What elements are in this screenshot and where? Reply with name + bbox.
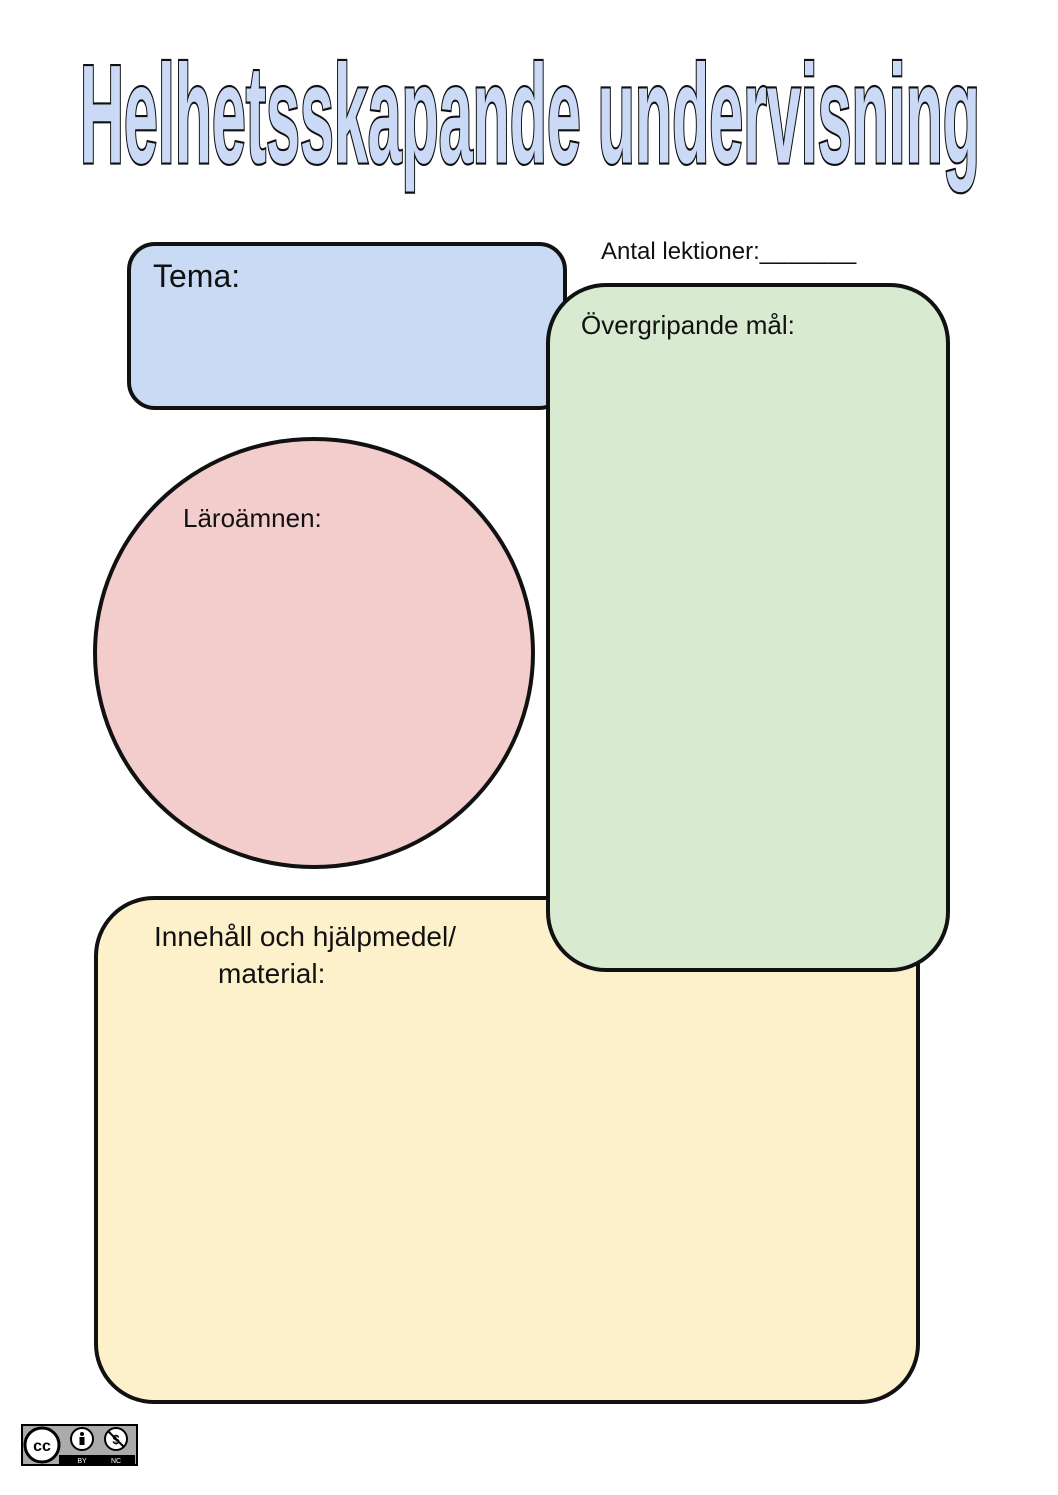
antal-lektioner: Antal lektioner:_______ [601, 238, 857, 266]
svg-text:cc: cc [33, 1438, 51, 1455]
antal-lektioner-blank: _______ [759, 238, 857, 265]
title-art: Helhetsskapande undervisning [78, 34, 982, 195]
cc-nc-text: NC [111, 1458, 121, 1465]
worksheet-title: Helhetsskapande undervisning [60, 30, 1000, 220]
laroamnen-label: Läroämnen: [183, 503, 322, 533]
title-text: Helhetsskapande undervisning [80, 36, 980, 193]
antal-lektioner-label: Antal lektioner: [601, 238, 760, 265]
overgripande-mal-label: Övergripande mål: [581, 310, 795, 340]
creative-commons-by-nc-icon: cc $ BY NC [21, 1424, 138, 1466]
innehall-label-line2: material: [218, 958, 326, 989]
tema-label: Tema: [153, 258, 241, 294]
overgripande-mal-box [546, 283, 950, 972]
tema-box [127, 242, 567, 410]
innehall-label-line1: Innehåll och hjälpmedel/ [154, 921, 456, 952]
cc-by-text: BY [77, 1458, 87, 1465]
innehall-box [94, 896, 920, 1404]
laroamnen-circle [93, 437, 535, 869]
